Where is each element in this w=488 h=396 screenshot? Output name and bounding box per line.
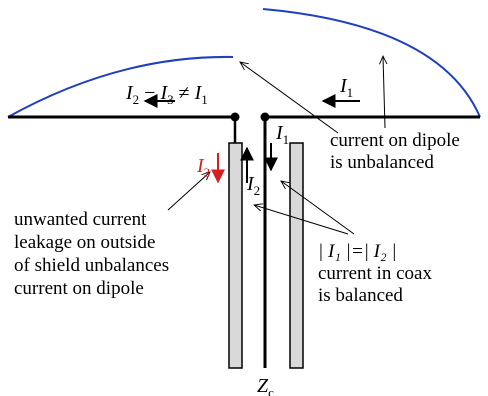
feed-point-right [260,112,270,122]
pointer-to-left-curve [240,62,339,134]
pointer-to-leak [167,172,210,211]
label-inner-current: I1 [275,122,289,147]
pointer-to-right-curve [383,56,385,129]
shield-left [228,142,243,369]
label-leak-current: I3 [196,155,210,180]
left-current-curve [7,55,234,118]
pointer-to-shield [254,205,349,235]
label-right-current: I1 [339,75,353,100]
right-current-curve [262,8,481,118]
label-shield-current: I2 [246,173,260,198]
shield-right [289,142,304,369]
note-dipole-unbalanced: current on dipole is unbalanced [330,130,465,173]
label-impedance: Zc [257,375,274,396]
note-coax-balanced: | I₁ |=| I₂ | current in coax is balance… [318,241,437,306]
label-current-difference: I2 − I3 ≠ I1 [125,82,208,107]
feed-point-left [230,112,240,122]
pointer-to-inner [281,181,355,235]
note-leakage: unwanted current leakage on outside of s… [14,209,174,299]
